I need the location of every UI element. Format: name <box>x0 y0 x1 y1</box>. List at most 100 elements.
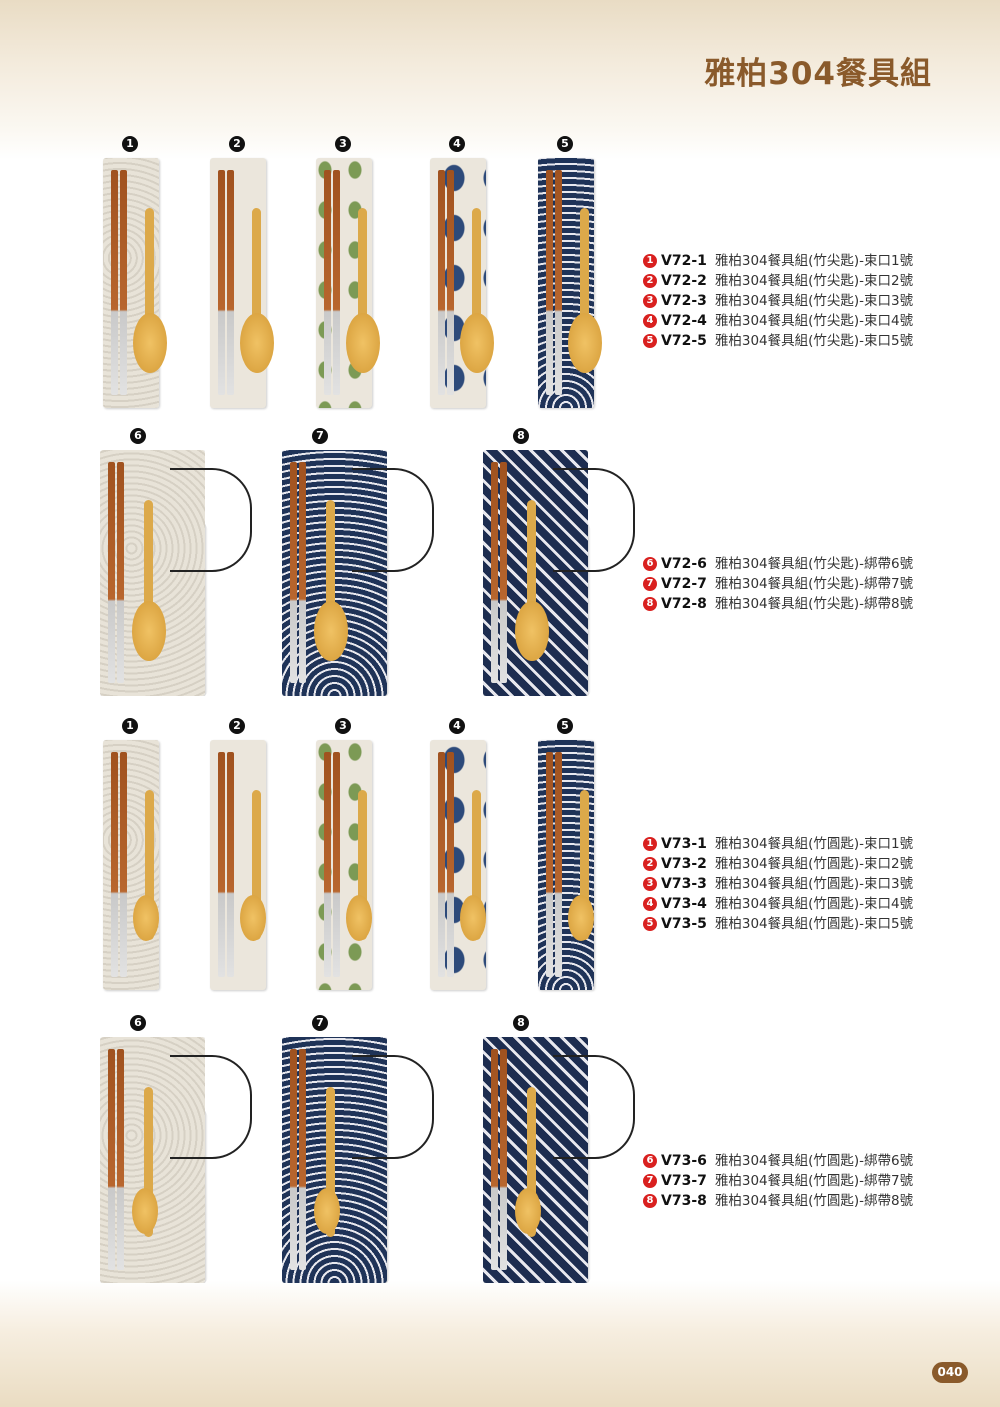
product-name: 雅柏304餐具組(竹尖匙)-束口4號 <box>714 313 914 329</box>
product-code: V73-1 <box>661 836 707 852</box>
product-code: V73-2 <box>661 856 707 872</box>
spoon-bowl <box>132 1188 158 1234</box>
product-code: V73-5 <box>661 916 707 932</box>
product-name: 雅柏304餐具組(竹尖匙)-綁帶8號 <box>714 596 914 612</box>
spoon-bowl <box>568 313 602 373</box>
number-badge: 2 <box>643 857 657 871</box>
tie-cord <box>553 1055 635 1159</box>
chopstick <box>299 462 306 683</box>
number-badge: 6 <box>643 1154 657 1168</box>
spoon-handle <box>527 500 536 650</box>
chopstick <box>227 752 234 977</box>
list-item: 7 V73-7 雅柏304餐具組(竹圓匙)-綁帶7號 <box>643 1171 913 1191</box>
list-item: 6 V73-6 雅柏304餐具組(竹圓匙)-綁帶6號 <box>643 1151 913 1171</box>
spoon-handle <box>358 790 367 940</box>
product-code: V73-7 <box>661 1173 707 1189</box>
spoon-bowl <box>515 601 549 661</box>
chopstick <box>500 462 507 683</box>
item-number-badge: 5 <box>557 718 573 734</box>
product-name: 雅柏304餐具組(竹圓匙)-綁帶6號 <box>714 1153 914 1169</box>
product-name: 雅柏304餐具組(竹圓匙)-綁帶7號 <box>714 1173 914 1189</box>
product-name: 雅柏304餐具組(竹圓匙)-束口3號 <box>714 876 914 892</box>
spoon-handle <box>472 208 481 358</box>
chopstick <box>491 1049 498 1270</box>
number-badge: 8 <box>643 1194 657 1208</box>
item-number-badge: 5 <box>557 136 573 152</box>
item-number-badge: 6 <box>130 428 146 444</box>
product-name: 雅柏304餐具組(竹圓匙)-束口5號 <box>714 916 914 932</box>
product-code: V72-8 <box>661 596 707 612</box>
chopstick <box>555 170 562 395</box>
tie-cord <box>352 468 434 572</box>
chopstick <box>500 1049 507 1270</box>
number-badge: 5 <box>643 334 657 348</box>
page-title: 雅柏304餐具組 <box>704 56 932 92</box>
spoon-bowl <box>132 601 166 661</box>
spoon-bowl <box>515 1188 541 1234</box>
chopstick <box>108 1049 115 1270</box>
spoon-handle <box>145 208 154 358</box>
product-code: V73-3 <box>661 876 707 892</box>
list-item: 1 V73-1 雅柏304餐具組(竹圓匙)-束口1號 <box>643 834 913 854</box>
chopstick <box>299 1049 306 1270</box>
chopstick <box>111 170 118 395</box>
spoon-bowl <box>133 313 167 373</box>
spoon-bowl <box>314 601 348 661</box>
chopstick <box>555 752 562 977</box>
number-badge: 1 <box>643 837 657 851</box>
product-code: V72-2 <box>661 273 707 289</box>
chopstick <box>108 462 115 683</box>
spoon-handle <box>145 790 154 940</box>
spoon-handle <box>326 500 335 650</box>
product-code: V73-8 <box>661 1193 707 1209</box>
product-code: V73-4 <box>661 896 707 912</box>
product-code: V72-3 <box>661 293 707 309</box>
product-name: 雅柏304餐具組(竹尖匙)-束口1號 <box>714 253 914 269</box>
item-number-badge: 4 <box>449 136 465 152</box>
number-badge: 7 <box>643 1174 657 1188</box>
item-number-badge: 1 <box>122 718 138 734</box>
number-badge: 4 <box>643 314 657 328</box>
chopstick <box>546 170 553 395</box>
chopstick <box>333 752 340 977</box>
tie-cord <box>352 1055 434 1159</box>
spoon-bowl <box>240 313 274 373</box>
product-name: 雅柏304餐具組(竹尖匙)-綁帶6號 <box>714 556 914 572</box>
number-badge: 8 <box>643 597 657 611</box>
item-number-badge: 1 <box>122 136 138 152</box>
product-name: 雅柏304餐具組(竹圓匙)-束口1號 <box>714 836 914 852</box>
spoon-handle <box>527 1087 536 1237</box>
chopstick <box>218 752 225 977</box>
list-item: 5 V72-5 雅柏304餐具組(竹尖匙)-束口5號 <box>643 331 913 351</box>
spoon-handle <box>358 208 367 358</box>
number-badge: 2 <box>643 274 657 288</box>
product-code: V73-6 <box>661 1153 707 1169</box>
spoon-handle <box>144 1087 153 1237</box>
tie-cord <box>170 468 252 572</box>
spoon-handle <box>252 208 261 358</box>
product-code: V72-7 <box>661 576 707 592</box>
item-number-badge: 4 <box>449 718 465 734</box>
chopstick <box>120 752 127 977</box>
chopstick <box>438 170 445 395</box>
spoon-handle <box>472 790 481 940</box>
chopstick <box>333 170 340 395</box>
spoon-bowl <box>133 895 159 941</box>
spoon-bowl <box>314 1188 340 1234</box>
product-code: V72-5 <box>661 333 707 349</box>
product-list: 1 V73-1 雅柏304餐具組(竹圓匙)-束口1號 2 V73-2 雅柏304餐具組(竹… <box>643 834 913 934</box>
spoon-handle <box>252 790 261 940</box>
chopstick <box>218 170 225 395</box>
number-badge: 7 <box>643 577 657 591</box>
item-number-badge: 8 <box>513 428 529 444</box>
product-name: 雅柏304餐具組(竹尖匙)-束口5號 <box>714 333 914 349</box>
